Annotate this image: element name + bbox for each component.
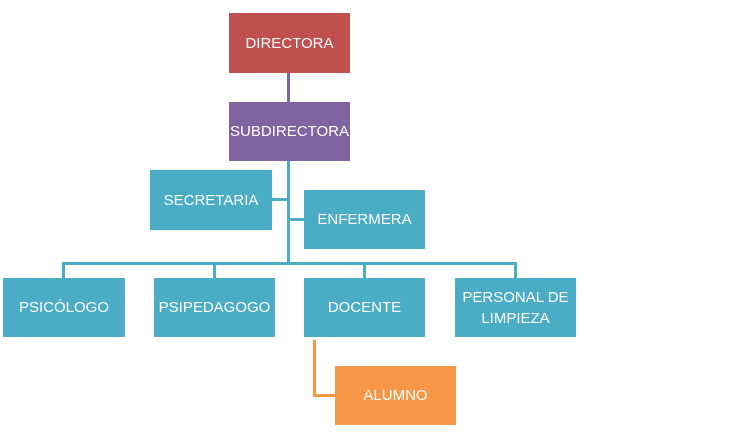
connector-psipedagogo	[213, 262, 216, 278]
node-psipedagogo: PSIPEDAGOGO	[154, 278, 275, 337]
connector-directora-subdirectora	[287, 73, 290, 102]
connector-docente	[363, 262, 366, 278]
node-personal-limpieza: PERSONAL DE LIMPIEZA	[455, 278, 576, 337]
connector-secretaria	[272, 198, 288, 201]
connector-psicologo	[62, 262, 65, 278]
connector-enfermera	[289, 218, 305, 221]
connector-personal-limpieza	[514, 262, 517, 278]
node-subdirectora: SUBDIRECTORA	[229, 102, 350, 161]
node-psicologo: PSICÓLOGO	[3, 278, 125, 337]
connector-docente-alumno-vertical	[313, 340, 316, 397]
connector-subdirectora-trunk	[287, 160, 290, 263]
connector-horizontal-bar	[62, 262, 517, 265]
connector-docente-alumno-horizontal	[313, 394, 335, 397]
node-directora: DIRECTORA	[229, 13, 350, 73]
node-docente: DOCENTE	[304, 278, 425, 337]
node-enfermera: ENFERMERA	[304, 190, 425, 249]
node-secretaria: SECRETARIA	[150, 170, 272, 230]
node-alumno: ALUMNO	[335, 366, 456, 425]
